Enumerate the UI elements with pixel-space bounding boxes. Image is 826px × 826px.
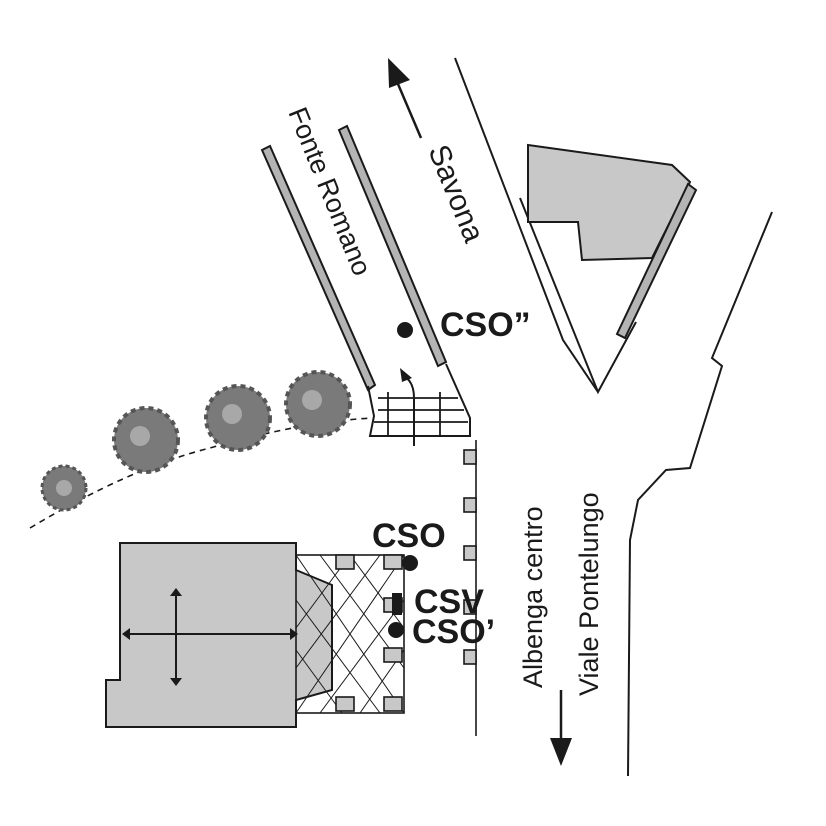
flow-arrow-icon [400,368,412,382]
tree-icon [204,384,272,452]
site-label-cso-prime: CSO’ [412,613,495,651]
site-marker-cso-double-prime [397,322,413,338]
site-marker-csv [392,593,402,615]
site-label-csv: CSV [414,583,484,621]
arrow-up-left-icon [388,58,423,139]
site-marker-cso-prime [388,622,404,638]
site-label-cso: CSO [372,517,446,555]
tree-icon [40,464,88,512]
cross-icon [122,588,298,686]
road-label-albenga-centro: Albenga centro [518,506,548,688]
building-northeast [527,143,698,340]
road-label-savona: Savona [422,140,491,247]
road-label-fonte-romano: Fonte Romano [282,103,377,280]
main-road-edges [454,57,773,777]
site-label-cso-double-prime: CSO” [440,306,531,344]
site-marker-cso [402,555,418,571]
tree-icon [284,370,352,438]
canal-fonte-romano [260,124,471,446]
tree-icon [112,406,180,474]
road-label-viale-pontelungo: Viale Pontelungo [574,492,604,696]
bollards [463,449,477,665]
arrow-down-icon [550,690,572,766]
